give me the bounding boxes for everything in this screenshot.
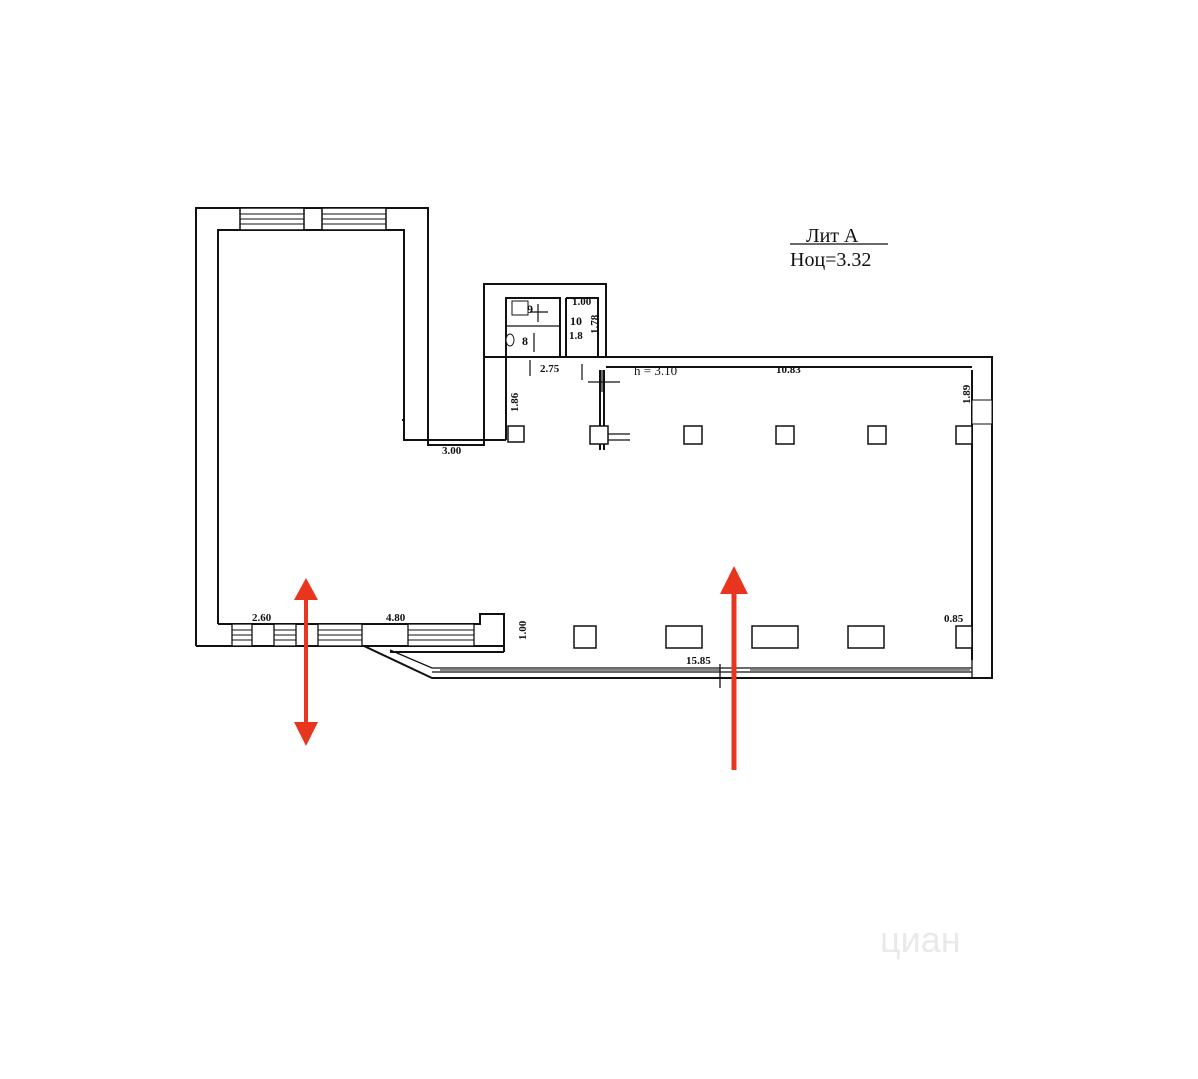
shop-window-strip xyxy=(440,664,970,688)
exterior-walls xyxy=(195,207,993,679)
room-9-label: 9 xyxy=(527,302,533,316)
columns xyxy=(507,425,973,649)
ceiling-height: h = 3.10 xyxy=(634,363,677,378)
top-windows xyxy=(239,207,387,231)
dim-2-60: 2.60 xyxy=(252,612,272,624)
dim-1-78: 1.78 xyxy=(589,314,601,334)
room-8-label: 8 xyxy=(522,334,528,348)
entrance-arrow-right xyxy=(720,566,748,770)
dim-2-75: 2.75 xyxy=(540,363,560,375)
plan-title: Лит А Ноц=3.32 xyxy=(790,225,888,271)
dim-3-00: 3.00 xyxy=(442,445,462,457)
bottom-windows xyxy=(231,623,475,647)
dimensions: 1.00 1.78 1.8 2.75 h = 3.10 10.83 1.86 1… xyxy=(252,296,973,667)
dim-1-00-bottom: 1.00 xyxy=(517,620,529,640)
entrance-arrow-left xyxy=(294,578,318,746)
dim-15-85: 15.85 xyxy=(686,655,711,667)
title-line-2: Ноц=3.32 xyxy=(790,249,871,271)
wc-block xyxy=(484,297,620,450)
title-line-1: Лит А xyxy=(806,225,859,247)
dim-4-80: 4.80 xyxy=(386,612,406,624)
dim-10-83: 10.83 xyxy=(776,364,801,376)
dim-1-89: 1.89 xyxy=(961,384,973,404)
right-windows xyxy=(971,399,993,425)
dim-1-00-top: 1.00 xyxy=(572,296,592,308)
room-10-label: 10 xyxy=(570,314,582,328)
dim-1-86: 1.86 xyxy=(509,392,521,412)
dim-0-85: 0.85 xyxy=(944,613,964,625)
dim-1-8: 1.8 xyxy=(569,330,583,342)
watermark: циан xyxy=(880,919,961,960)
